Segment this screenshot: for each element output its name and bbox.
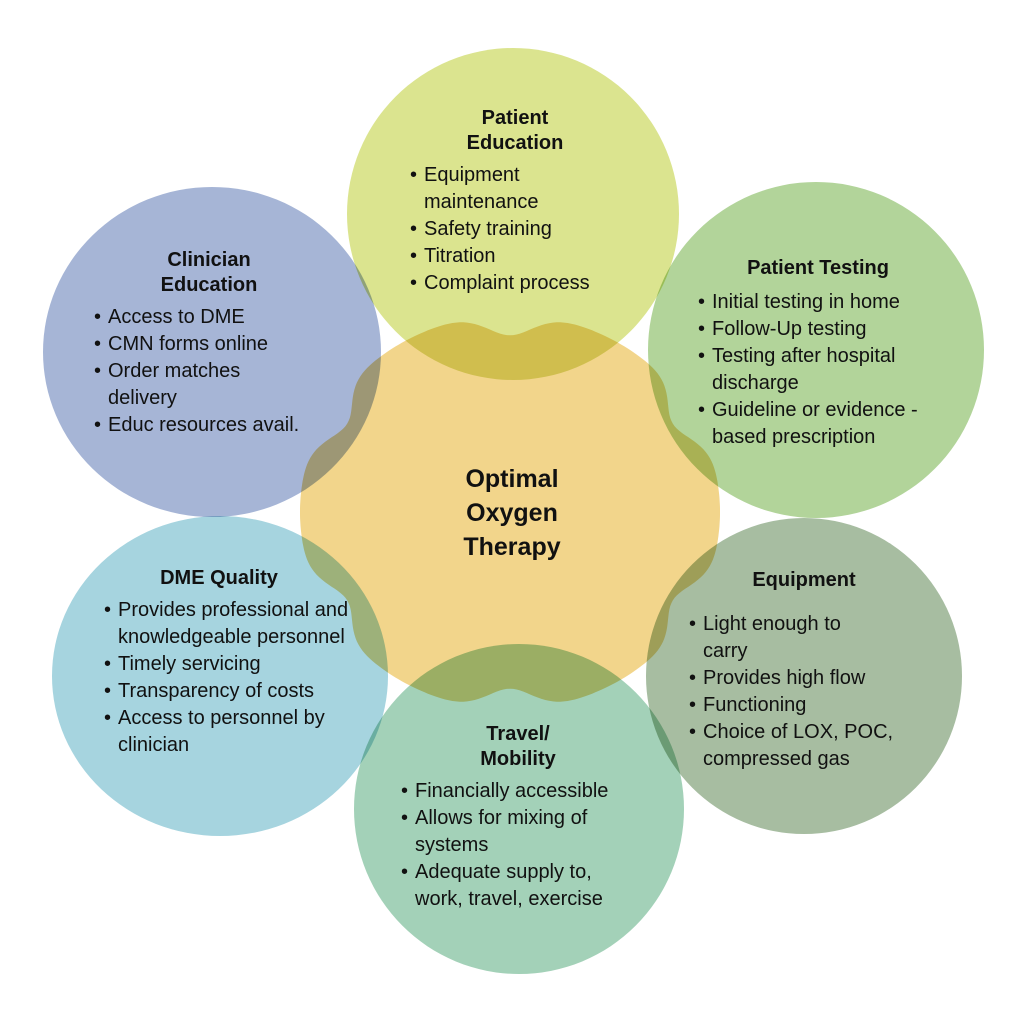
- clinician-education-list: Access to DME CMN forms online Order mat…: [94, 304, 334, 439]
- title-line: Education: [160, 274, 258, 296]
- center-title-line: Oxygen: [466, 499, 558, 527]
- title-line: Patient: [481, 107, 549, 129]
- patient-education-list: Equipment maintenance Safety training Ti…: [410, 162, 630, 297]
- title-line: DME Quality: [160, 567, 278, 589]
- travel-mobility-label: Travel/ Mobility Financially accessible …: [401, 722, 641, 913]
- title-line: Equipment: [752, 569, 856, 591]
- dme-quality-title: DME Quality: [104, 566, 334, 591]
- list-item: Access to DME: [94, 304, 334, 331]
- list-item: Titration: [410, 243, 630, 270]
- center-title-line: Therapy: [463, 533, 561, 561]
- patient-testing-label: Patient Testing Initial testing in home …: [698, 256, 938, 451]
- list-item: Choice of LOX, POC, compressed gas: [689, 719, 928, 773]
- center-title-line: Optimal: [465, 465, 559, 493]
- list-item: Complaint process: [410, 270, 630, 297]
- clinician-education-title: Clinician Education: [94, 248, 324, 298]
- clinician-education-label: Clinician Education Access to DME CMN fo…: [94, 248, 334, 439]
- list-item: CMN forms online: [94, 331, 334, 358]
- list-item: Safety training: [410, 216, 630, 243]
- list-item: Equipment maintenance: [410, 162, 564, 216]
- list-item: Guideline or evidence -based prescriptio…: [698, 397, 937, 451]
- list-item: Testing after hospital discharge: [698, 343, 912, 397]
- list-item: Order matches delivery: [94, 358, 278, 412]
- list-item: Adequate supply to, work, travel, exerci…: [401, 859, 640, 913]
- list-item: Transparency of costs: [104, 678, 354, 705]
- list-item: Light enough to carry: [689, 611, 863, 665]
- list-item: Provides professional and knowledgeable …: [104, 597, 350, 651]
- list-item: Provides high flow: [689, 665, 929, 692]
- patient-testing-title: Patient Testing: [698, 256, 938, 281]
- dme-quality-label: DME Quality Provides professional and kn…: [104, 566, 354, 759]
- list-item: Follow-Up testing: [698, 316, 938, 343]
- equipment-label: Equipment Light enough to carry Provides…: [689, 568, 929, 773]
- patient-education-title: Patient Education: [410, 106, 620, 156]
- list-item: Functioning: [689, 692, 929, 719]
- list-item: Allows for mixing of systems: [401, 805, 625, 859]
- title-line: Patient Testing: [747, 257, 889, 279]
- dme-quality-list: Provides professional and knowledgeable …: [104, 597, 354, 759]
- patient-testing-list: Initial testing in home Follow-Up testin…: [698, 289, 938, 451]
- travel-mobility-list: Financially accessible Allows for mixing…: [401, 778, 641, 913]
- center-title: Optimal Oxygen Therapy: [412, 462, 612, 564]
- list-item: Initial testing in home: [698, 289, 938, 316]
- list-item: Financially accessible: [401, 778, 641, 805]
- title-line: Travel/: [486, 723, 550, 745]
- title-line: Mobility: [480, 748, 556, 770]
- patient-education-label: Patient Education Equipment maintenance …: [410, 106, 630, 297]
- equipment-list: Light enough to carry Provides high flow…: [689, 611, 929, 773]
- equipment-title: Equipment: [689, 568, 919, 593]
- title-line: Education: [466, 132, 564, 154]
- title-line: Clinician: [167, 249, 251, 271]
- list-item: Educ resources avail.: [94, 412, 334, 439]
- travel-mobility-title: Travel/ Mobility: [401, 722, 635, 772]
- list-item: Access to personnel by clinician: [104, 705, 338, 759]
- list-item: Timely servicing: [104, 651, 354, 678]
